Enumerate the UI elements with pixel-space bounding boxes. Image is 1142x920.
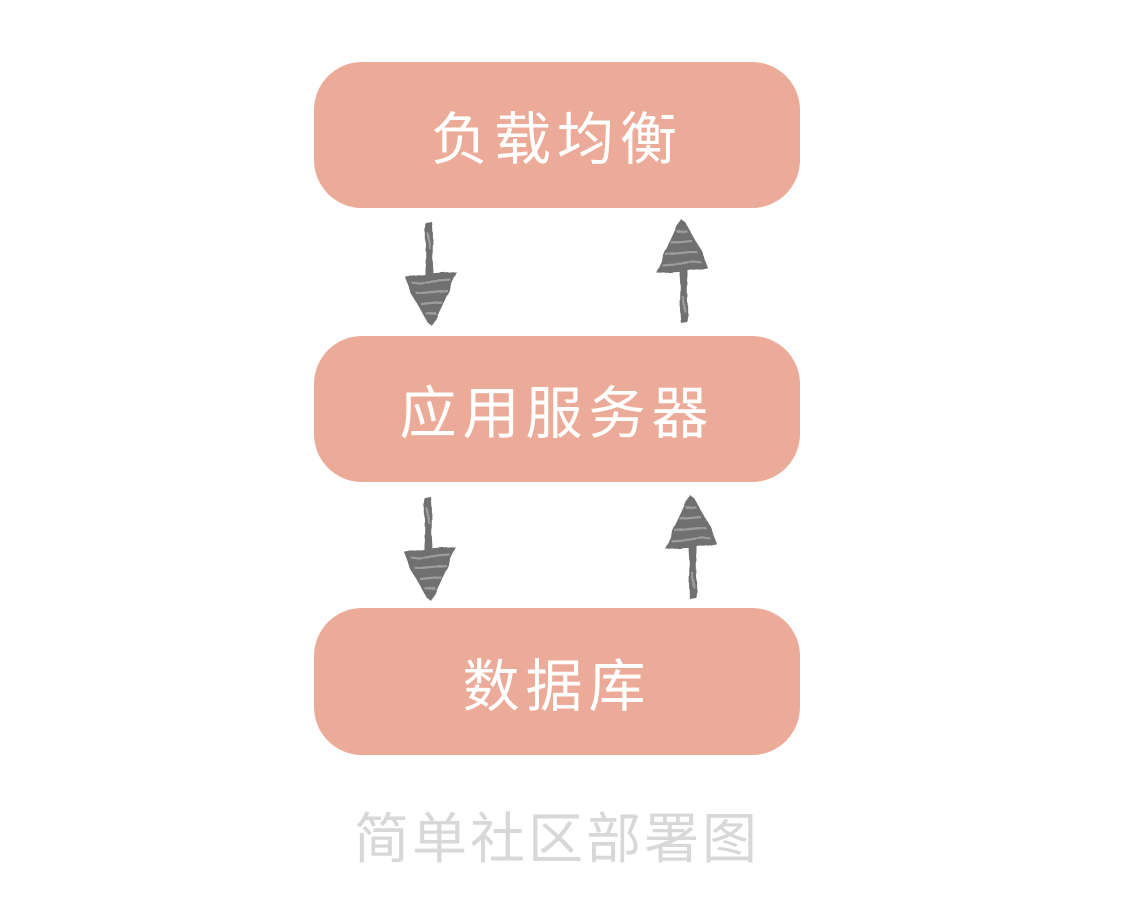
node-database: 数据库 — [314, 608, 800, 755]
arrow-up-icon — [650, 216, 714, 326]
node-database-label: 数据库 — [462, 653, 652, 720]
arrow-up-icon — [659, 492, 723, 602]
node-load-balancer-label: 负载均衡 — [431, 107, 683, 173]
node-load-balancer: 负载均衡 — [314, 62, 800, 208]
diagram-caption: 简单社区部署图 — [353, 807, 760, 871]
node-app-server-label: 应用服务器 — [399, 381, 715, 447]
node-app-server: 应用服务器 — [314, 336, 800, 482]
arrow-down-icon — [399, 219, 463, 329]
arrow-down-icon — [398, 494, 462, 604]
